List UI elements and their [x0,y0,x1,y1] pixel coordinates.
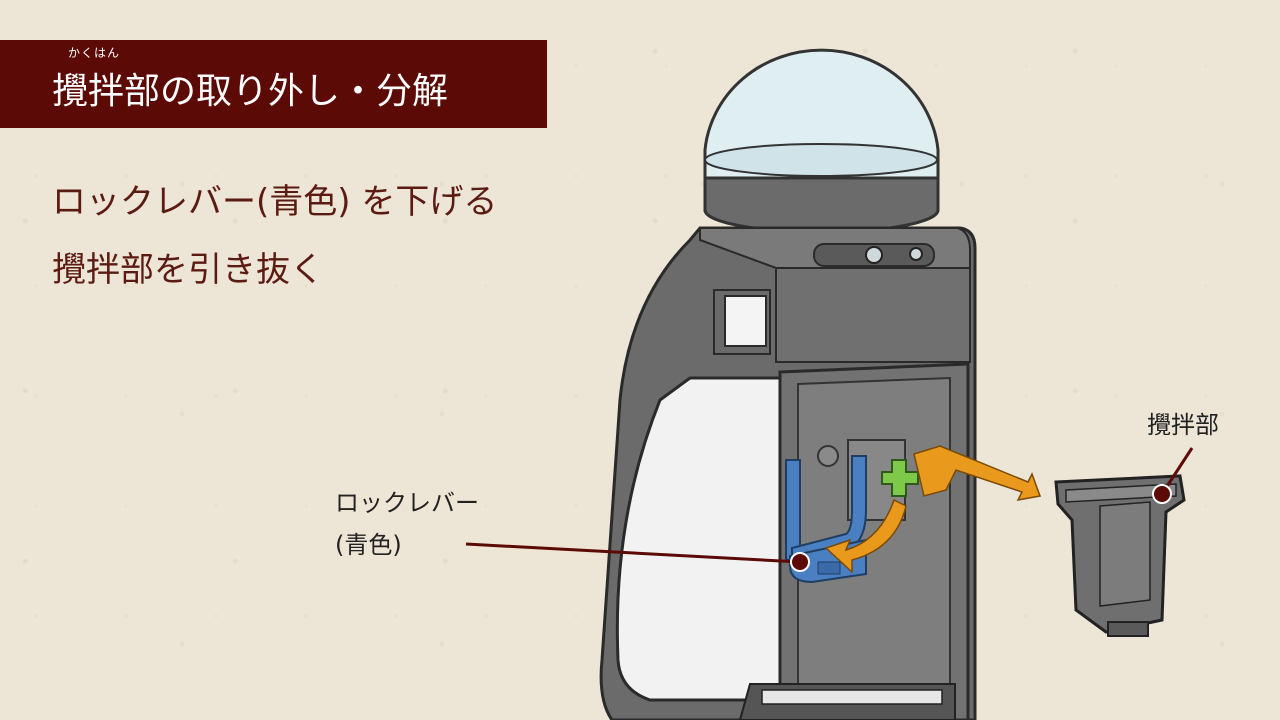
leader-lock-lever [465,542,810,572]
title-ruby: かくはん [68,46,121,60]
title-band [0,40,547,128]
agitator-label: 攪拌部 [1147,411,1219,439]
step-2-text: 攪拌部を引き抜く [52,250,324,290]
green-latch [881,459,919,497]
water-tank-dome [703,48,940,234]
pull-out-arrow [913,445,1042,502]
agitator-unit [1054,474,1186,637]
lock-lever-label-line2: (青色) [335,531,402,559]
lock-lever-label-line1: ロックレバー [335,489,479,517]
step-1-text: ロックレバー(青色) を下げる [52,182,498,222]
lever-down-arrow [824,498,907,574]
page-title: 攪拌部の取り外し・分解 [52,71,449,112]
leader-agitator [1152,447,1194,504]
